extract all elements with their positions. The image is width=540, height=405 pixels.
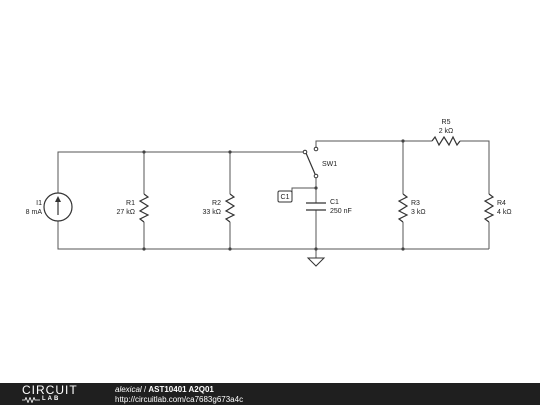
r5-name: R5 [442, 119, 451, 126]
current-source-circle [43, 192, 73, 222]
resistor-r2[interactable]: R2 33 kΩ [203, 193, 236, 223]
r2-zigzag [224, 193, 236, 223]
switch-top-wire [315, 140, 432, 149]
r5-value: 2 kΩ [439, 128, 454, 135]
logo-lab-text: LAB [42, 396, 61, 402]
r4-value: 4 kΩ [497, 209, 512, 216]
r5-right-wire [460, 140, 490, 194]
r4-name: R4 [497, 200, 506, 207]
net-tag-c1[interactable]: C1 [277, 190, 293, 203]
ground-symbol [306, 257, 326, 267]
r1-value: 27 kΩ [117, 209, 135, 216]
credit-line: alexical / AST10401 A2Q01 [115, 385, 214, 394]
r5-zigzag [431, 135, 461, 147]
junction-r2-bottom [228, 247, 232, 251]
logo-wordmark-bottom: LAB [22, 396, 60, 403]
junction-r2-top [228, 150, 232, 154]
r3-name: R3 [411, 200, 420, 207]
net-tag-label: C1 [281, 194, 290, 201]
i1-value: 8 mA [26, 209, 43, 216]
ground-icon [306, 257, 326, 267]
circuitlab-logo[interactable]: CIRCUIT LAB [22, 384, 92, 404]
resistor-r1[interactable]: R1 27 kΩ [117, 193, 150, 223]
junction-r3-bottom [401, 247, 405, 251]
circuit-schematic: I1 8 mA R1 27 kΩ R2 33 kΩ SW1 C1 C1 250 … [26, 119, 512, 267]
c1-name: C1 [330, 199, 339, 206]
sw1-name: SW1 [322, 161, 337, 168]
bottom-wire [57, 221, 489, 250]
current-source-i1[interactable]: I1 8 mA [26, 192, 73, 222]
author-name[interactable]: alexical [115, 385, 142, 394]
switch-blade [305, 152, 316, 175]
logo-wordmark-top: CIRCUIT [22, 383, 78, 397]
capacitor-c1[interactable]: C1 250 nF [306, 199, 352, 215]
switch-terminal-a [313, 146, 319, 152]
switch-terminal-b [313, 173, 319, 179]
r2-name: R2 [212, 200, 221, 207]
junction-c1-tag [314, 186, 318, 190]
resistor-r5[interactable]: R5 2 kΩ [431, 119, 461, 147]
circuit-title: AST10401 A2Q01 [148, 385, 214, 394]
r1-zigzag [138, 193, 150, 223]
r3-value: 3 kΩ [411, 209, 426, 216]
junction-r3-top [401, 139, 405, 143]
resistor-logo-icon [22, 397, 40, 403]
switch-sw1[interactable]: SW1 [302, 146, 337, 179]
footer-bar: CIRCUIT LAB alexical / AST10401 A2Q01 ht… [0, 383, 540, 405]
r2-value: 33 kΩ [203, 209, 221, 216]
credit-separator: / [141, 385, 149, 394]
c1-tag-wire [291, 187, 316, 196]
switch-common-terminal [302, 149, 308, 155]
top-wire-left [57, 151, 305, 193]
r1-name: R1 [126, 200, 135, 207]
c1-value: 250 nF [330, 208, 352, 215]
junction-r1-bottom [142, 247, 146, 251]
r4-zigzag [483, 193, 495, 223]
wires [57, 140, 490, 258]
net-tag-box [277, 190, 293, 203]
junction-r1-top [142, 150, 146, 154]
r3-zigzag [397, 193, 409, 223]
i1-name: I1 [36, 200, 42, 207]
junctions [142, 139, 405, 251]
resistor-r3[interactable]: R3 3 kΩ [397, 193, 426, 223]
resistor-r4[interactable]: R4 4 kΩ [483, 193, 512, 223]
junction-c1-bottom [314, 247, 318, 251]
circuit-url[interactable]: http://circuitlab.com/ca7683g673a4c [115, 395, 244, 404]
current-arrow-up-icon [55, 196, 61, 202]
